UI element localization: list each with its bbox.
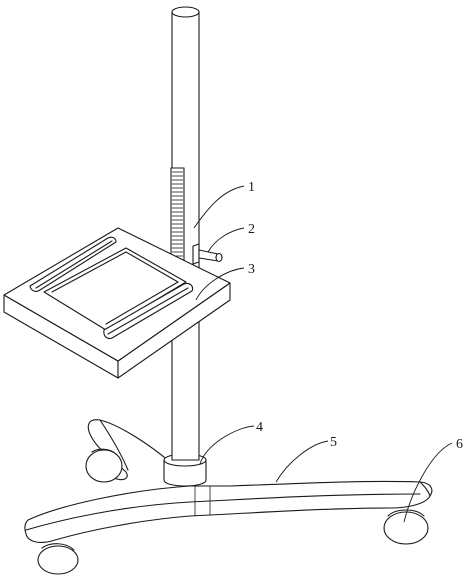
three-leg-base <box>24 419 433 543</box>
caster-front-left <box>37 545 79 575</box>
callout-3: 3 <box>195 262 255 301</box>
callout-6: 6 <box>403 437 463 523</box>
callout-3-label: 3 <box>248 262 255 277</box>
callout-5: 5 <box>275 435 337 483</box>
callout-1: 1 <box>193 180 255 229</box>
toothed-rack <box>170 167 185 261</box>
callout-4: 4 <box>199 420 263 465</box>
callout-5-label: 5 <box>330 435 337 450</box>
caster-right <box>383 511 429 545</box>
callout-6-label: 6 <box>456 437 463 452</box>
callout-1-label: 1 <box>248 180 255 195</box>
callout-2-label: 2 <box>248 222 255 237</box>
casters <box>37 448 429 575</box>
caster-back-left <box>85 449 123 483</box>
tray-platform <box>3 227 231 379</box>
callout-4-label: 4 <box>256 420 263 435</box>
locking-knob <box>192 243 223 265</box>
callout-2: 2 <box>207 222 255 253</box>
